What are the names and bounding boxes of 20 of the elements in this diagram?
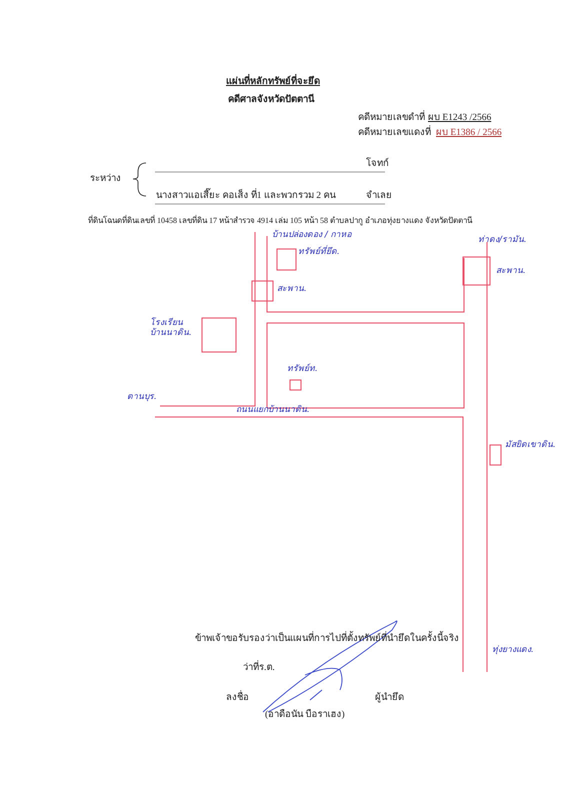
handwritten-note: ตานบุร. [127,392,157,402]
land-description: ที่ดินโฉนดที่ดินเลขที่ 10458 เลขที่ดิน 17 หน้าสำรวจ 4914 เล่ม 105 หน้า 58 ตำบลปากู อำเภอทุ่งยางแดง จังหวัดปัตตานี [88,216,472,226]
handwritten-note: สะพาน. [277,284,307,294]
signer-name: (อาดือนัน บือราเฮง) [265,710,345,722]
court-name: คดีศาลจังหวัดปัตตานี [228,95,314,106]
handwritten-note: ทรัพย์ที่ยึด. [298,247,340,258]
handwritten-note: ทรัพย์ท. [287,364,318,374]
signer-role: ผู้นำยึด [375,693,404,704]
handwritten-note: โรงเรียนบ้านนาดิน. [150,318,193,338]
handwritten-note: บ้านปล่องดอง / กาหอ [272,230,352,240]
party-role: จำเลย [366,191,392,202]
handwritten-note: สะพาน. [496,266,526,276]
case-number: ผบ E1386 / 2566 [436,128,502,140]
party-role: โจทก์ [366,159,389,170]
case-number: ผบ E1243 /2566 [428,113,492,124]
handwritten-note: ถนนแยกบ้านนาดิน. [236,405,310,416]
handwritten-note: ท่าดง/รามัน. [478,235,527,246]
handwritten-note: ทุ่งยางแดง. [492,645,534,656]
handwritten-note: มัสยิดเขาดิน. [505,440,557,450]
parties-label: ระหว่าง [90,174,121,186]
